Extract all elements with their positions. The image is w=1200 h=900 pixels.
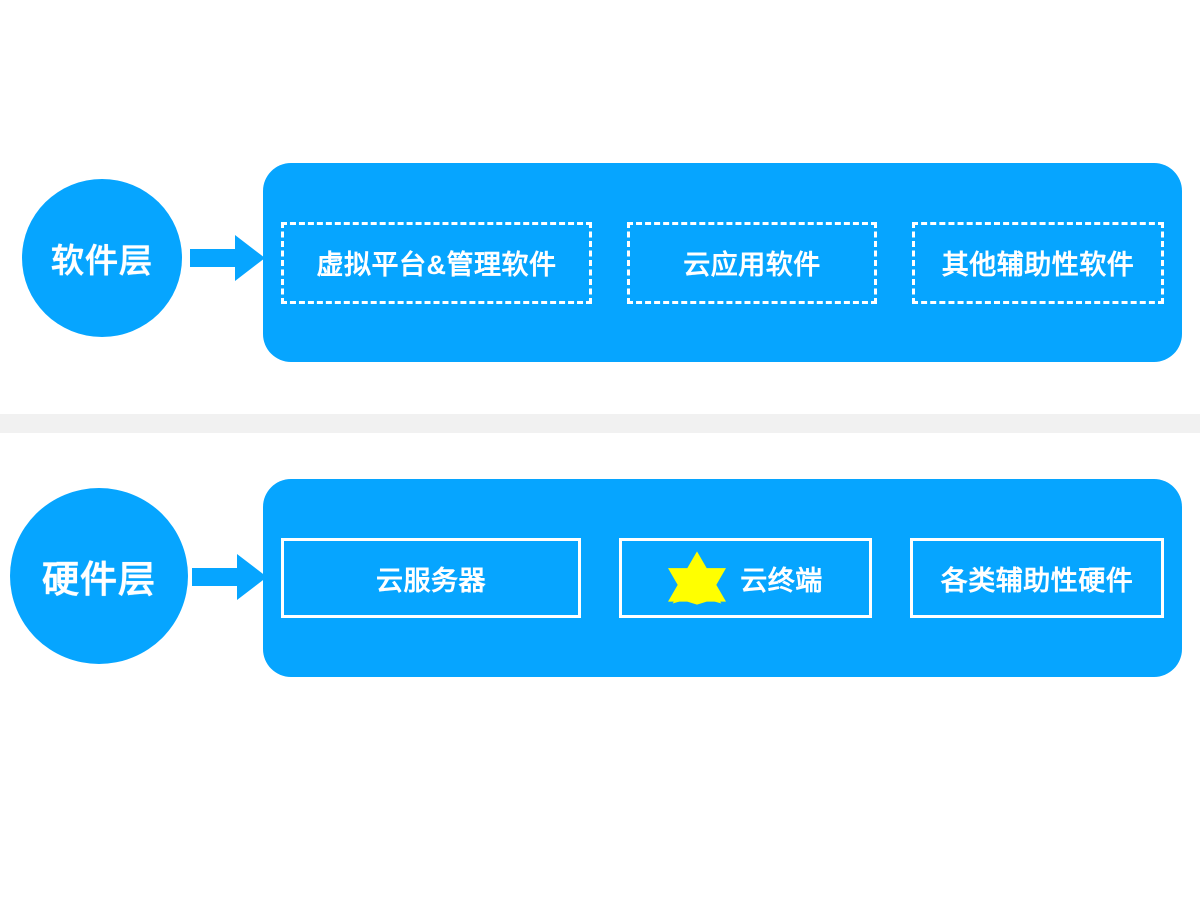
layer-row-hardware: 硬件层 云服务器 云终端 各类辅助性硬件 [0, 470, 1200, 685]
layer-item-label: 虚拟平台&管理软件 [316, 250, 557, 280]
layer-row-software: 软件层 虚拟平台&管理软件 云应用软件 其他辅助性软件 [0, 155, 1200, 370]
layer-item-label: 云应用软件 [683, 250, 821, 280]
layer-item-label: 其他辅助性软件 [941, 250, 1135, 280]
layer-item-box[interactable]: 云终端 [619, 538, 872, 618]
layer-item-box[interactable]: 云服务器 [281, 538, 581, 618]
layer-panel-software: 虚拟平台&管理软件 云应用软件 其他辅助性软件 [263, 163, 1182, 362]
layer-item-box[interactable]: 其他辅助性软件 [912, 221, 1164, 304]
layer-badge-label-hardware: 硬件层 [42, 559, 156, 600]
layer-item-label: 云服务器 [376, 565, 486, 596]
layer-badge-hardware[interactable]: 硬件层 [10, 488, 188, 664]
layer-item-box[interactable]: 虚拟平台&管理软件 [281, 221, 592, 304]
right-arrow-icon-hardware [192, 554, 267, 600]
layer-item-label: 各类辅助性硬件 [940, 565, 1134, 596]
layer-item-box[interactable]: 云应用软件 [627, 221, 877, 304]
right-arrow-icon-software [190, 235, 265, 281]
layer-item-box[interactable]: 各类辅助性硬件 [910, 538, 1164, 618]
six-pointed-star-icon [668, 551, 727, 605]
layer-panel-hardware: 云服务器 云终端 各类辅助性硬件 [263, 479, 1182, 677]
layer-badge-label-software: 软件层 [51, 242, 153, 279]
layer-divider-band [0, 414, 1200, 433]
layer-badge-software[interactable]: 软件层 [22, 179, 182, 337]
layer-item-label: 云终端 [740, 565, 823, 596]
